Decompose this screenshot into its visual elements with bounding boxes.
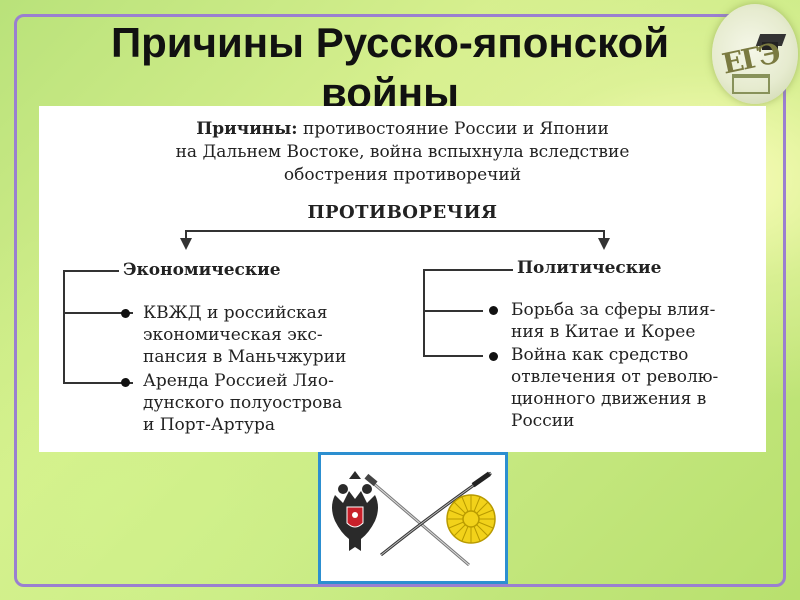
crossed-swords-icon <box>364 471 492 567</box>
political-item-2-line-4: России <box>511 411 575 431</box>
bullet-icon <box>489 306 498 315</box>
economic-bracket-bottom <box>63 382 133 384</box>
graduation-cap-base <box>762 42 778 50</box>
political-bracket-vertical <box>423 269 425 357</box>
ege-logo-icon: ЕГЭ <box>712 4 798 104</box>
arrow-right-icon <box>598 238 610 250</box>
bullet-icon <box>489 352 498 361</box>
political-item-1: Борьба за сферы влия- ния в Китае и Коре… <box>511 299 715 343</box>
desk-icon <box>732 74 770 94</box>
economic-bracket-vertical <box>63 270 65 384</box>
connector-left-drop <box>185 230 187 240</box>
slide-frame <box>14 14 786 587</box>
intro-line-3: обострения противоречий <box>283 165 522 185</box>
economic-item-2-line-3: и Порт-Артура <box>143 415 276 435</box>
political-bracket-top <box>423 269 513 271</box>
intro-text: Причины: противостояние России и Японии … <box>39 118 766 187</box>
causes-diagram: Причины: противостояние России и Японии … <box>39 106 766 452</box>
economic-heading: Экономические <box>123 260 281 280</box>
war-emblem-image <box>318 452 508 584</box>
political-item-1-line-1: Борьба за сферы влия- <box>511 300 716 320</box>
economic-bracket-top <box>63 270 119 272</box>
slide-title: Причины Русско-японской войны <box>110 19 670 116</box>
connector-horizontal <box>186 230 604 232</box>
russian-eagle-emblem-icon <box>332 471 378 551</box>
intro-line-1: противостояние России и Японии <box>297 119 609 139</box>
arrow-left-icon <box>180 238 192 250</box>
economic-bracket-mid <box>63 312 133 314</box>
chrysanthemum-emblem-icon <box>446 494 496 544</box>
economic-item-2: Аренда Россией Ляо- дунского полуострова… <box>143 370 342 436</box>
political-item-2: Война как средство отвлечения от револю-… <box>511 344 718 432</box>
intro-label: Причины: <box>196 119 298 139</box>
economic-item-1-line-3: пансия в Маньчжурии <box>143 347 347 367</box>
bullet-icon <box>121 309 130 318</box>
intro-line-2: на Дальнем Востоке, война вспыхнула всле… <box>175 142 630 162</box>
economic-item-1-line-2: экономическая экс- <box>143 325 323 345</box>
contradictions-heading: ПРОТИВОРЕЧИЯ <box>307 202 498 223</box>
political-item-1-line-2: ния в Китае и Корее <box>511 322 696 342</box>
political-bracket-bottom <box>423 355 483 357</box>
political-heading: Политические <box>517 258 662 278</box>
economic-item-1: КВЖД и российская экономическая экс- пан… <box>143 302 346 368</box>
political-item-2-line-2: отвлечения от револю- <box>511 367 719 387</box>
connector-right-drop <box>603 230 605 240</box>
bullet-icon <box>121 378 130 387</box>
political-item-2-line-3: ционного движения в <box>511 389 707 409</box>
economic-item-2-line-2: дунского полуострова <box>143 393 343 413</box>
political-item-2-line-1: Война как средство <box>511 345 689 365</box>
emblem-illustration <box>332 471 496 567</box>
economic-item-2-line-1: Аренда Россией Ляо- <box>143 371 334 391</box>
economic-item-1-line-1: КВЖД и российская <box>143 303 328 323</box>
political-bracket-mid <box>423 310 483 312</box>
